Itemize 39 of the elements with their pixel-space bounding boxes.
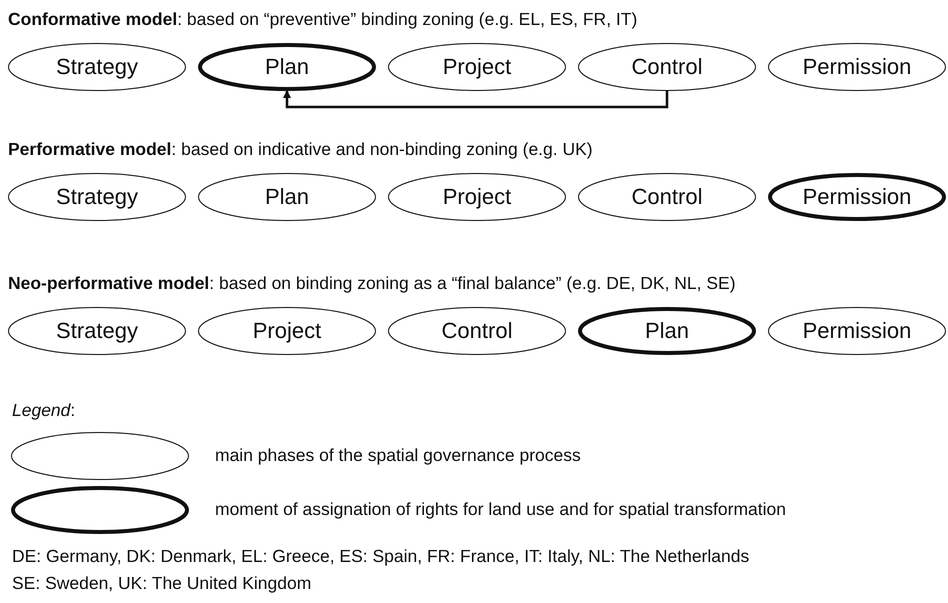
- phase-name: Project: [442, 184, 512, 210]
- phase-name: Strategy: [56, 318, 138, 344]
- phase-name: Project: [442, 54, 512, 80]
- phase-name: Strategy: [56, 184, 138, 210]
- arrow: [283, 90, 668, 108]
- phase-ellipse: [198, 43, 376, 91]
- phase-ellipse: [388, 307, 566, 355]
- phase-name: Plan: [264, 184, 310, 210]
- phase-name: Plan: [644, 318, 690, 344]
- model-heading: Performative model: based on indicative and non-binding zoning (e.g. UK): [8, 139, 593, 160]
- phase-ellipse: [198, 307, 376, 355]
- phase-name: Strategy: [56, 54, 138, 80]
- phase-name: Plan: [264, 54, 310, 80]
- legend-text: main phases of the spatial governance process: [215, 445, 581, 466]
- legend-text: moment of assignation of rights for land use and for spatial transformation: [215, 499, 786, 520]
- country-note: SE: Sweden, UK: The United Kingdom: [12, 573, 312, 594]
- phase-ellipse: [388, 173, 566, 221]
- phase-ellipse: [578, 43, 756, 91]
- phase-ellipse: [8, 307, 186, 355]
- model-heading: Conformative model: based on “preventive” binding zoning (e.g. EL, ES, FR, IT): [8, 9, 638, 30]
- phase-ellipse: [768, 307, 946, 355]
- phase-ellipse: [198, 173, 376, 221]
- phase-ellipse: [578, 307, 756, 355]
- phase-name: Control: [442, 318, 512, 344]
- phase-name: Control: [632, 54, 702, 80]
- phase-ellipse: [768, 43, 946, 91]
- phase-name: Permission: [802, 54, 912, 80]
- phase-name: Project: [252, 318, 322, 344]
- phase-ellipse: [578, 173, 756, 221]
- phase-ellipse: [8, 173, 186, 221]
- phase-ellipse: [8, 43, 186, 91]
- phase-ellipse: [388, 43, 566, 91]
- phase-name: Permission: [802, 318, 912, 344]
- phase-name: Control: [632, 184, 702, 210]
- phase-ellipse: [768, 173, 946, 221]
- model-heading: Neo-performative model: based on binding zoning as a “final balance” (e.g. DE, DK, NL, SE): [8, 273, 736, 294]
- country-note: DE: Germany, DK: Denmark, EL: Greece, ES: Spain, FR: France, IT: Italy, NL: The Netherlands: [12, 546, 750, 567]
- phase-name: Permission: [802, 184, 912, 210]
- legend-heading: Legend:: [12, 400, 76, 421]
